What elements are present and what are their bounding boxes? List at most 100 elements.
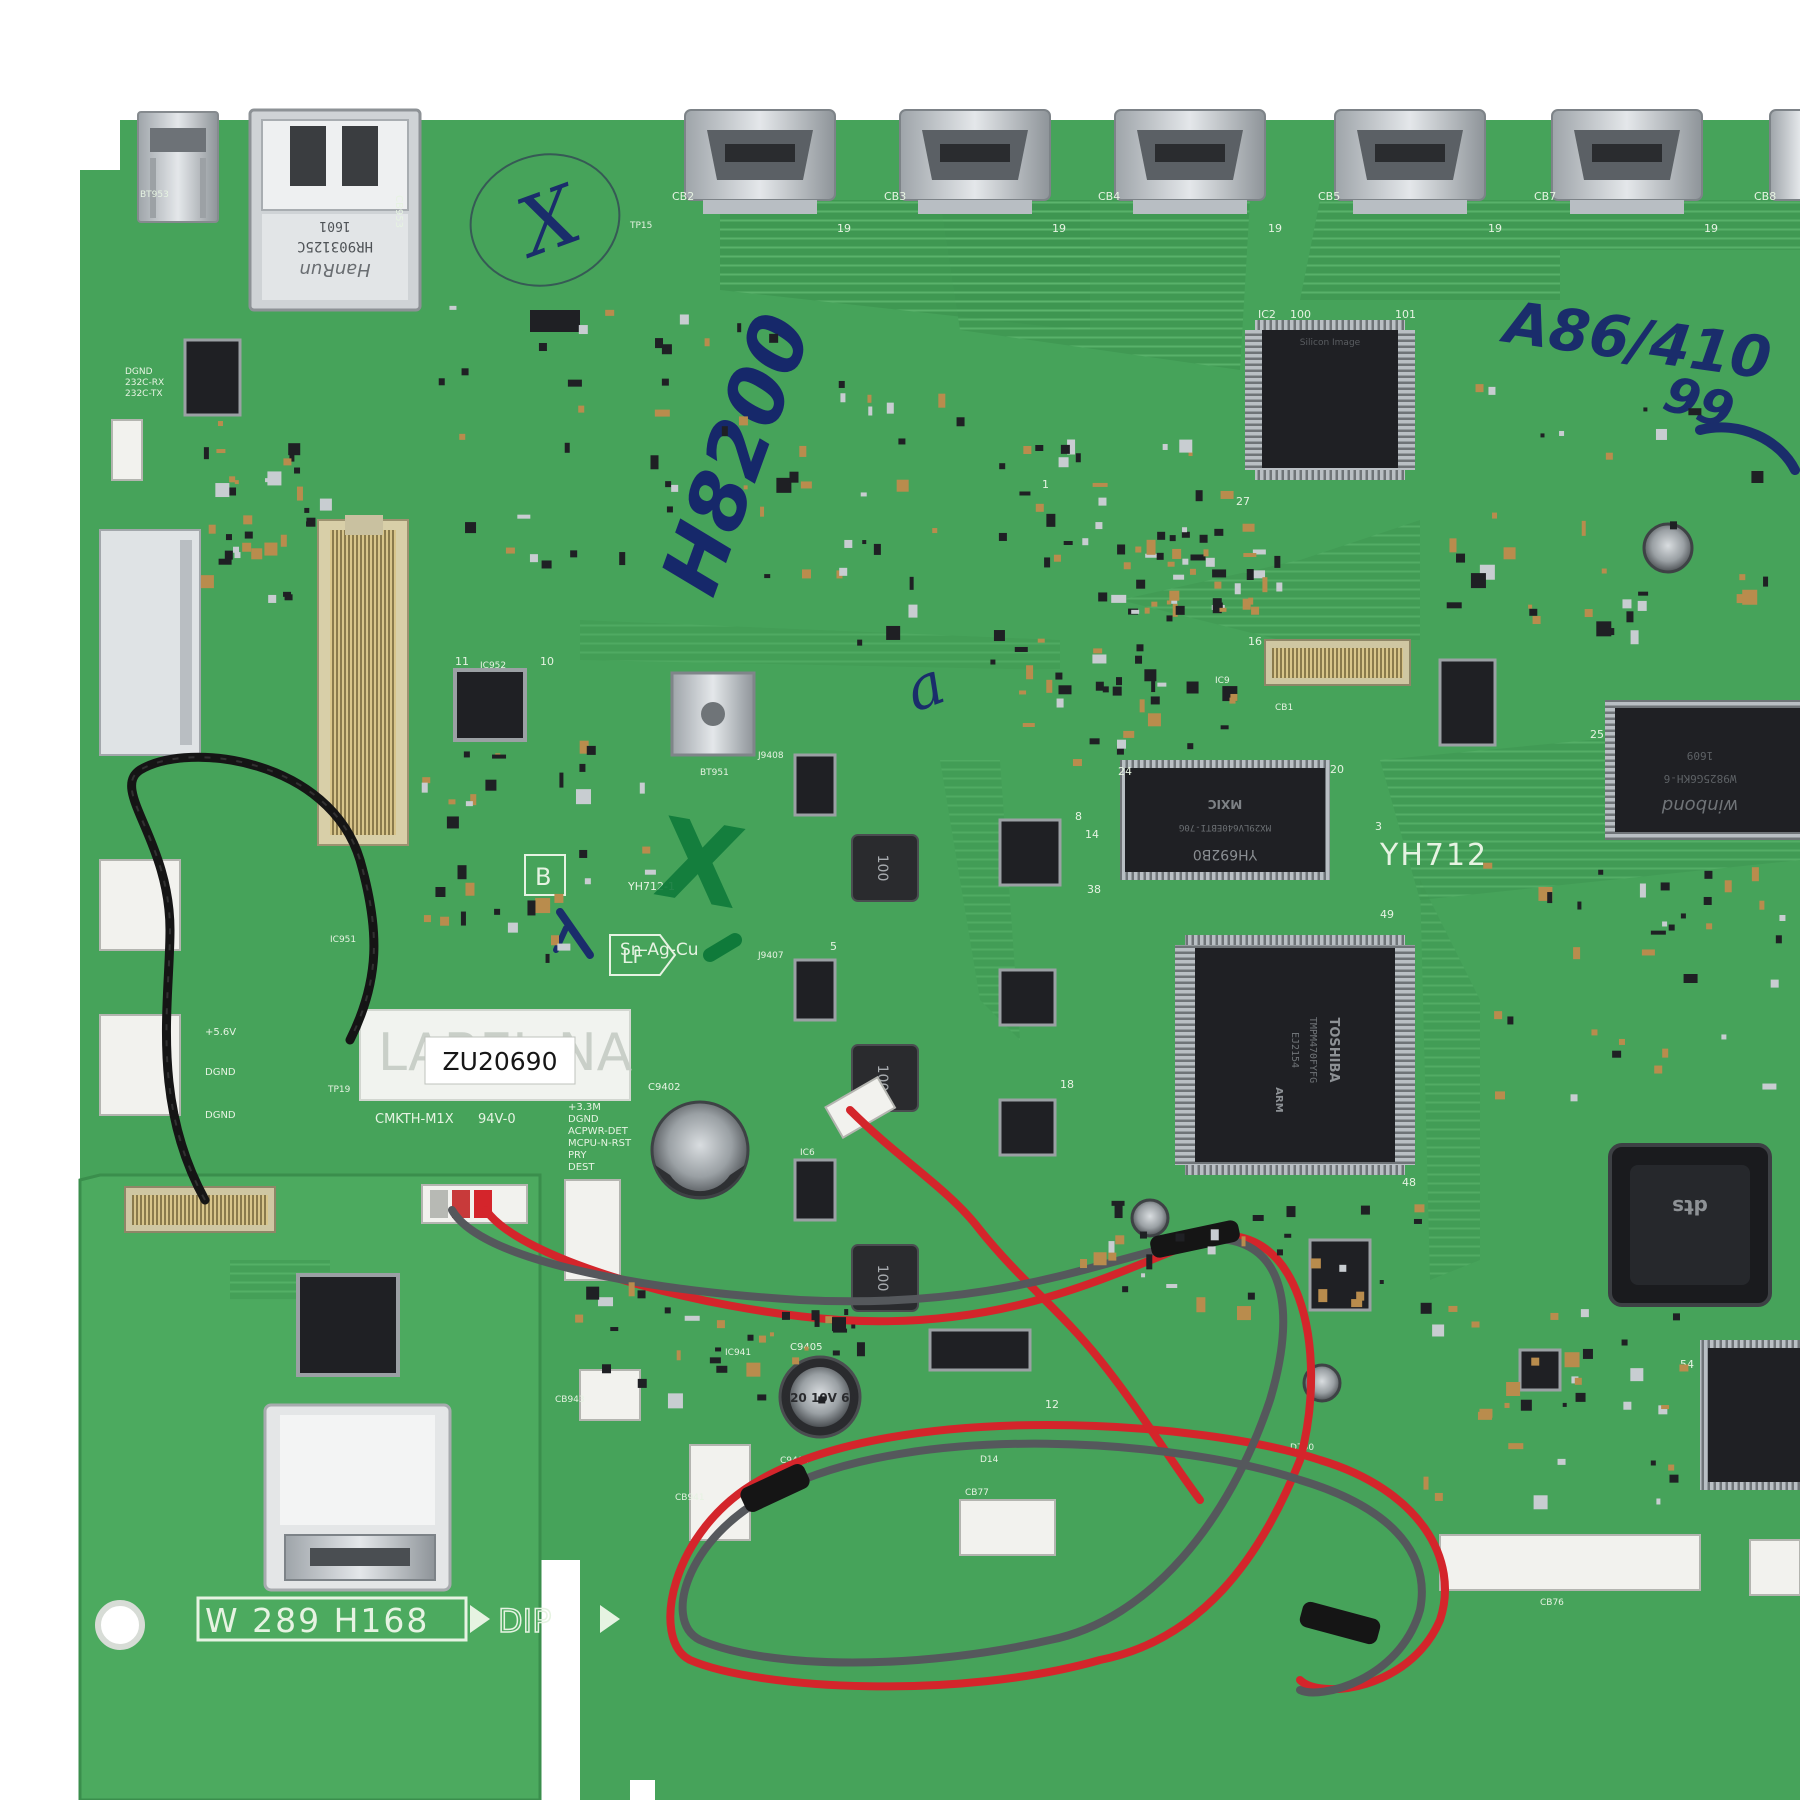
pin-13: 25 [1590,728,1604,741]
dimensions-text: W 289 H168 [205,1601,429,1640]
smd-part [1056,698,1064,708]
silicon-image-chip: Silicon Image IC2 [1245,308,1415,480]
smd-part [938,393,946,408]
ref-8: CB1 [1275,703,1293,713]
ffc-connector-center [1264,639,1411,686]
smd-part [654,409,670,417]
smd-part [1654,1065,1663,1074]
ffc-small [124,1186,276,1233]
smd-part [1022,723,1035,728]
smd-part [1528,604,1533,609]
smd-part [990,659,996,665]
smd-part [1475,384,1484,393]
silkscreen-labels: YH712 CMKTH-M1X 94V-0 Sn-Ag-Cu YH712-1 L… [125,190,1694,1642]
smd-part [811,1310,820,1321]
smd-part [1456,553,1466,563]
smd-part [1019,690,1027,695]
smd-part [1243,553,1257,558]
red-cable [482,1206,1449,1694]
smd-part [446,816,459,829]
smd-part [1623,1401,1632,1410]
smd-part [233,546,240,553]
smd-part [1189,568,1196,575]
smd-part [1026,665,1034,680]
smd-part [644,869,656,875]
smd-part [1449,538,1457,553]
smd-part [1574,1377,1582,1385]
smd-part [505,547,515,554]
smd-part [1220,725,1229,730]
smd-part [1055,672,1063,680]
smd-part [1637,600,1647,611]
dts-chip: dts [1608,1143,1772,1307]
smd-part [1591,1029,1598,1036]
smd-part [1477,1411,1492,1420]
smd-part [1212,569,1227,578]
smd-part [857,639,863,646]
ref-2: TP19 [327,1085,351,1095]
smd-part [579,849,588,858]
smd-part [1199,534,1208,543]
smd-part [1742,589,1758,605]
pin-10: 18 [1060,1078,1074,1091]
ink-stroke [703,933,742,962]
smd-part [1573,947,1581,960]
smd-part [684,1315,700,1321]
smd-part [517,514,531,519]
smd-part [800,481,812,489]
smd-part [832,1317,847,1332]
power-label-5: DGND [568,1114,599,1125]
smd-part [485,779,497,791]
smd-part [804,1346,809,1351]
smd-part [1759,900,1765,910]
smd-part [1098,592,1108,602]
smd-part [1162,443,1168,450]
smd-part [1122,1286,1129,1293]
board-connector [317,515,409,846]
smd-part [862,540,867,545]
smd-part [1136,579,1146,589]
smd-part [1274,555,1281,568]
power-label-8: PRY [568,1150,587,1161]
smd-part [280,534,287,547]
smd-part [665,481,672,488]
smd-part [1207,1246,1216,1255]
silicon-image-brand: Silicon Image [1300,338,1361,348]
hdmi-pin-1: 19 [837,222,851,235]
ref-16: J9408 [757,751,784,761]
smd-part [1679,1364,1689,1372]
smd-part [1470,573,1486,589]
ref-4: IC952 [480,661,506,671]
hdmi-port [684,109,836,214]
smd-part [1241,1236,1246,1247]
smd-part [792,1357,800,1365]
smd-part [215,483,230,498]
smd-part [671,484,679,492]
smd-part [1360,1205,1370,1215]
smd-part [663,347,668,352]
pin-7: 12 [1045,1398,1059,1411]
smd-components [200,305,1786,1510]
smd-part [1147,713,1161,727]
smd-part [956,417,965,427]
dip-text: DIP [498,1602,551,1640]
smd-part [527,900,536,916]
smd-part [716,1320,725,1329]
smd-part [1495,1091,1506,1100]
hdmi-port [1769,109,1800,201]
smd-part [217,421,223,427]
smd-part [218,558,232,565]
smd-part [1190,554,1206,561]
smd-part [1210,1229,1219,1241]
smd-part [1318,1289,1328,1303]
smd-part [1420,1302,1432,1314]
smd-part [319,498,332,511]
hdmi-ref-2: CB3 [884,190,906,203]
smd-part [860,492,867,497]
smd-part [801,569,811,579]
smd-part [1680,913,1686,919]
smd-part [667,1393,683,1409]
smd-part [676,1350,681,1361]
pin-1: 1 [1042,478,1049,491]
lf-badge: LF [609,934,677,976]
